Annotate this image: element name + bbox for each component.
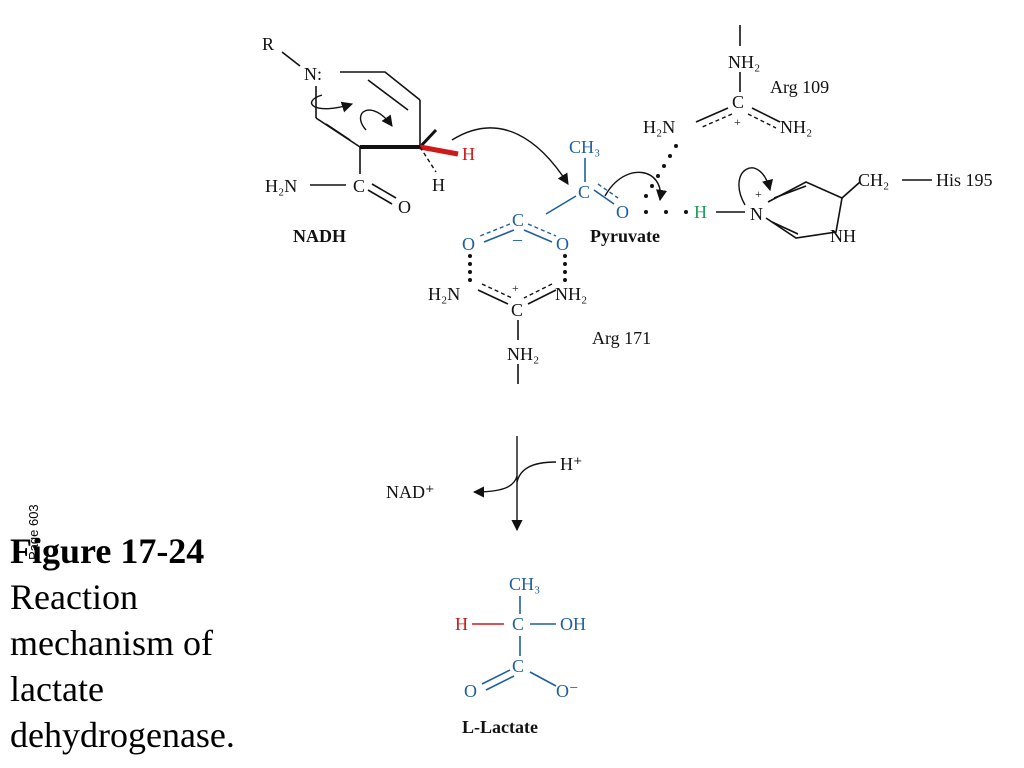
pyruvate-keto-o: O (616, 202, 629, 222)
ring-double-bond-bl (325, 123, 351, 141)
arg171-nh2-right: NH₂ (555, 284, 587, 304)
caption-line: Reaction (10, 577, 138, 617)
keto-carboxyl-bond (545, 195, 577, 215)
nadh-hydride-h: H (462, 144, 475, 164)
nadh-r-label: R (262, 34, 274, 54)
reaction-arrow-group: H⁺ NAD⁺ (386, 436, 583, 532)
his195-plus: + (755, 187, 762, 201)
arg109-c: C (732, 92, 744, 112)
lactate-oh: OH (560, 614, 586, 634)
lactate-co-minus-bond (529, 671, 557, 687)
arg171-nh2-bottom: NH₂ (507, 344, 539, 364)
arg109-h2n: H₂N (643, 117, 675, 137)
ring-arrow-1 (310, 94, 354, 113)
imidazole-ring (765, 181, 843, 239)
pyruvate-minus: – (512, 229, 523, 249)
nadh-h-label: H (432, 175, 445, 195)
lactate-co-bond-2 (485, 675, 515, 691)
arg109-right-bond (751, 107, 781, 123)
carboxyl-bond-right-dash (527, 223, 557, 237)
amide-o-label: O (398, 197, 411, 217)
figure-caption: Figure 17-24 Reaction mechanism of lacta… (10, 528, 280, 758)
arg109-group: NH₂ Arg 109 C H₂N + NH₂ (643, 25, 829, 137)
arg171-label: Arg 171 (592, 328, 651, 348)
pyruvate-name: Pyruvate (590, 226, 660, 246)
arg171-group: H₂N + NH₂ C Arg 171 NH₂ (428, 254, 651, 384)
pyruvate-keto-c: C (578, 182, 590, 202)
h-plus-label: H⁺ (560, 454, 583, 474)
ring-double-bond-top (367, 79, 409, 111)
arg109-left-dash (699, 113, 733, 129)
h-plus-in-arrow (516, 461, 557, 483)
imidazole-double-1 (773, 185, 807, 199)
amide-c-label: C (353, 176, 365, 196)
r-n-bond (281, 51, 301, 67)
arg109-left-bond (695, 107, 729, 123)
pyruvate-ch3: CH₃ (569, 137, 600, 157)
lactate-carboxyl-c: C (512, 656, 524, 676)
lactate-h: H (455, 614, 468, 634)
nadh-group: R N: H H H₂N C O NADH (262, 34, 475, 246)
imidazole-double-2 (771, 221, 799, 235)
caption-line: dehydrogenase. (10, 715, 235, 755)
amide-co-bond-2 (371, 183, 397, 199)
caption-line: mechanism of (10, 623, 213, 663)
carboxyl-bond-left (483, 229, 515, 243)
arg171-right-dash (523, 283, 553, 299)
arg171-right-bond (527, 289, 557, 305)
arg171-h2n: H₂N (428, 284, 460, 304)
ring-ch2-bond (841, 181, 861, 199)
nad-out-arrow (472, 475, 518, 498)
lactate-o-left: O (464, 681, 477, 701)
lactate-ch3: CH₃ (509, 574, 540, 594)
ring-arrow-2 (359, 109, 393, 131)
arg109-nh2-right: NH₂ (780, 117, 812, 137)
carboxyl-bond-left-dash (479, 223, 511, 237)
lactate-c-center: C (512, 614, 524, 634)
c-h-dashed-bond (419, 146, 437, 173)
nadh-name: NADH (293, 226, 346, 246)
his195-nh: NH (830, 226, 856, 246)
arg171-c: C (511, 300, 523, 320)
arg109-hbond (644, 144, 678, 198)
his195-h: H (694, 202, 707, 222)
his195-group: H N + NH CH₂ His 195 (644, 167, 993, 246)
wedge-stub (418, 128, 438, 149)
nadh-n-label: N: (304, 64, 322, 84)
arg171-plus: + (512, 281, 519, 295)
figure-title: Figure 17-24 (10, 531, 205, 571)
pyruvate-o-right: O (556, 234, 569, 254)
lactate-name: L-Lactate (462, 717, 538, 737)
amide-co-bond-1 (367, 189, 393, 205)
amide-n-label: H₂N (265, 176, 297, 196)
arg171-hbond-left (468, 254, 472, 282)
hydride-transfer-arrow (451, 127, 569, 185)
his195-ch2: CH₂ (858, 170, 889, 190)
keto-push-arrow (604, 171, 668, 202)
carboxyl-bond-right (523, 229, 553, 243)
lactate-group: CH₃ H C OH C O O⁻ L-Lactate (455, 574, 586, 737)
ring-top-bonds (340, 71, 421, 101)
arg109-label: Arg 109 (770, 77, 829, 97)
lactate-co-bond-1 (481, 669, 511, 685)
caption-line: lactate (10, 669, 104, 709)
his-push-arrow (738, 167, 773, 206)
arg171-left-dash (481, 283, 513, 299)
arg171-hbond-right (563, 254, 567, 282)
his195-label: His 195 (936, 170, 993, 190)
pyruvate-carboxyl-c: C (512, 210, 524, 230)
keto-bond-1 (593, 189, 615, 205)
his195-n: N (750, 204, 763, 224)
hydride-wedge (419, 144, 459, 157)
pyruvate-o-left: O (462, 234, 475, 254)
lactate-o-minus: O⁻ (556, 681, 579, 701)
arg171-left-bond (477, 289, 509, 305)
arg109-nh2-top: NH₂ (728, 52, 760, 72)
pyruvate-group: CH₃ C O C O – O Pyruvate (462, 137, 660, 254)
nad-plus-label: NAD⁺ (386, 482, 435, 502)
arg109-right-dash (747, 113, 777, 129)
arg109-plus: + (734, 115, 741, 129)
